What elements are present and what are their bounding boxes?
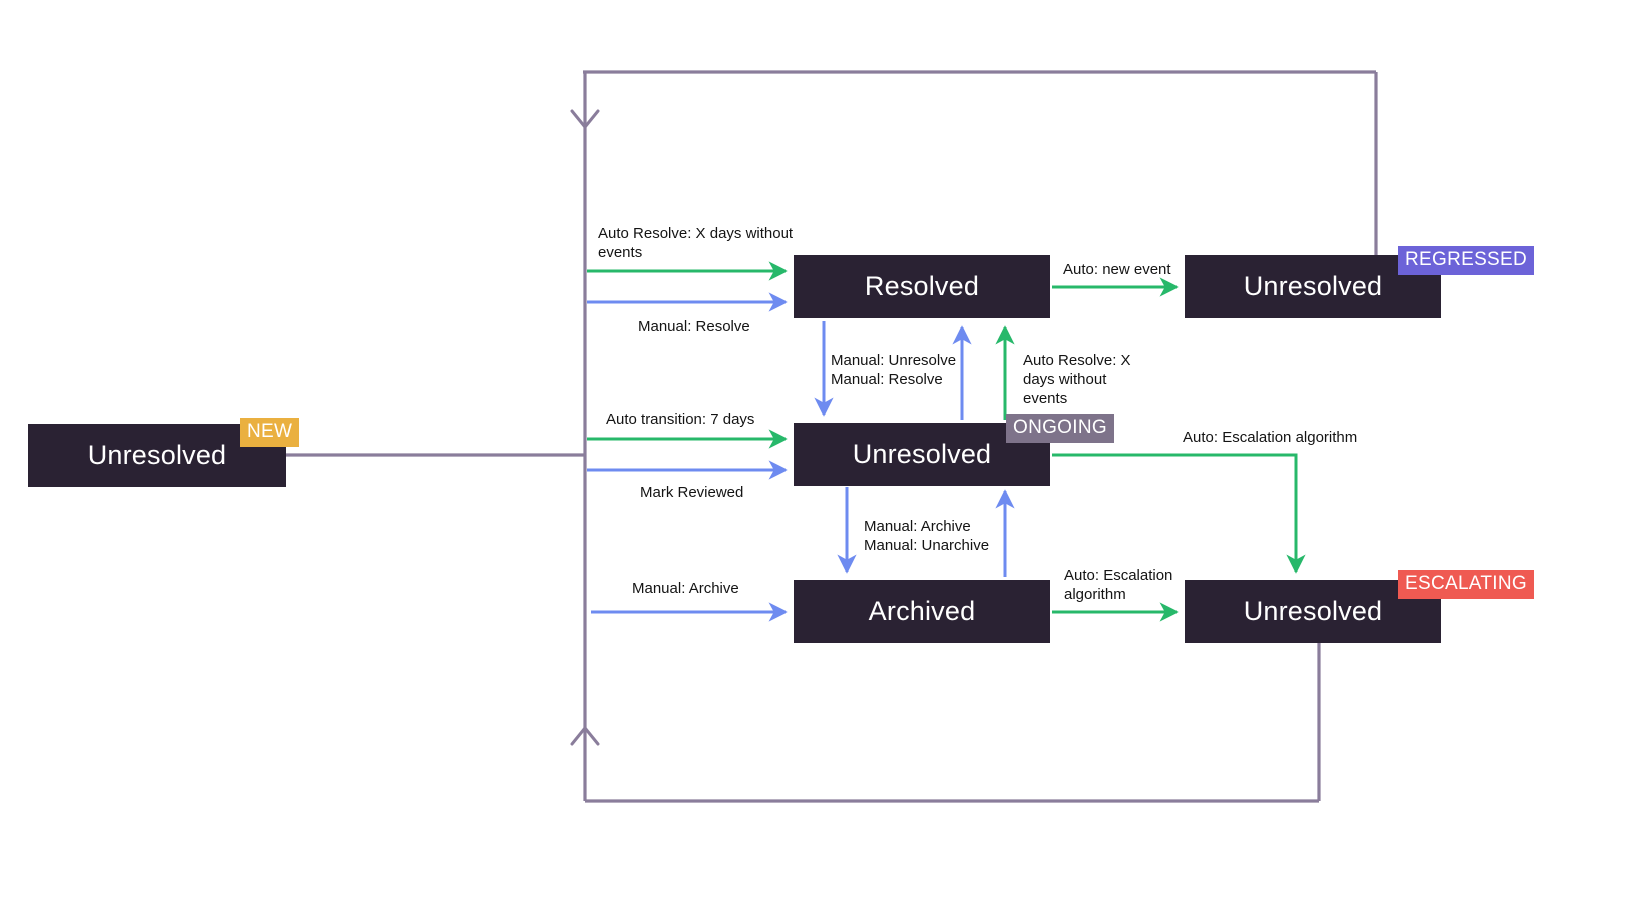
badge-label: ESCALATING [1405,573,1527,594]
edge-label-manual-archive: Manual: Archive [632,580,739,597]
badge-label: REGRESSED [1405,249,1528,270]
node-label: Unresolved [1243,271,1383,301]
status-badge-ongoing: ONGOING [1006,414,1114,443]
edge-label-auto-resolve-x-days-secondary: Auto Resolve: X days without events [1023,352,1131,407]
status-badge-regressed: REGRESSED [1398,246,1535,275]
node-label: Archived [868,596,976,626]
edge-label-manual-unresolve-resolve: Manual: Unresolve Manual: Resolve [831,352,957,388]
badge-label: ONGOING [1013,417,1107,438]
edge-label-mark-reviewed: Mark Reviewed [640,484,744,501]
edge-label-auto-escalation-algorithm-right: Auto: Escalation algorithm [1183,429,1358,446]
edge-label-auto-new-event: Auto: new event [1063,261,1171,278]
node-label: Unresolved [852,439,992,469]
node-archived[interactable]: Archived [794,580,1050,643]
edge-label-manual-resolve-top: Manual: Resolve [638,318,750,335]
node-label: Resolved [864,271,980,301]
badge-label: NEW [247,421,293,442]
purple-arrowheads [570,109,600,746]
node-resolved[interactable]: Resolved [794,255,1050,318]
node-label: Unresolved [87,440,227,470]
node-label: Unresolved [1243,596,1383,626]
status-badge-new: NEW [240,418,300,447]
edge-label-auto-escalation-algorithm: Auto: Escalation algorithm [1064,567,1173,603]
edge-label-manual-archive-unarchive: Manual: Archive Manual: Unarchive [864,518,990,554]
edge-label-auto-resolve-x-days: Auto Resolve: X days without events [598,225,794,261]
status-badge-escalating: ESCALATING [1398,570,1534,599]
edge-label-auto-transition-7-days: Auto transition: 7 days [606,411,755,428]
